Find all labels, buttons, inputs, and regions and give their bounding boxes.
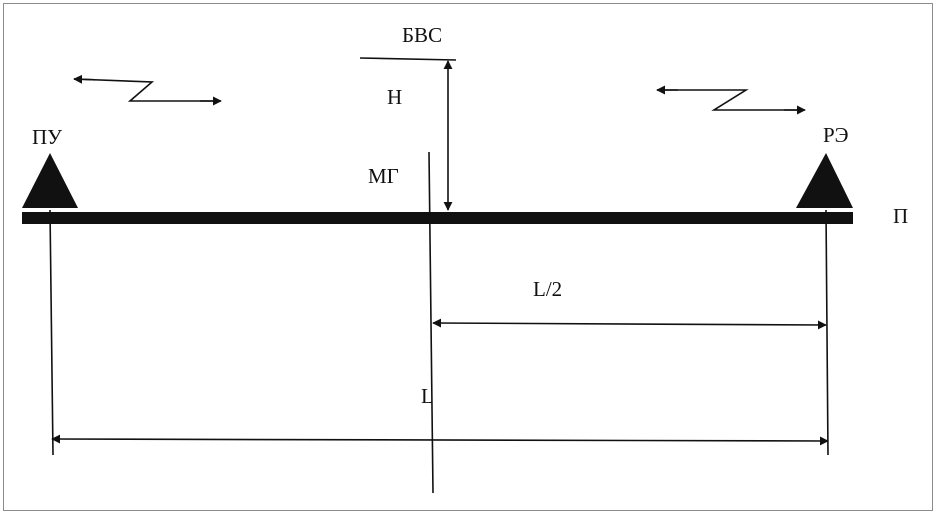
left-radio-link-icon: [73, 74, 222, 106]
control-point-label: ПУ: [32, 125, 62, 149]
height-label: Н: [387, 85, 402, 109]
center-vertical-line: [428, 151, 434, 494]
left-vertical-line: [49, 209, 54, 456]
distance-label: L: [421, 384, 434, 408]
control-point-triangle: [22, 153, 78, 208]
right-radio-link-icon: [656, 85, 806, 115]
half-distance-label: L/2: [533, 277, 562, 301]
relay-element-label: РЭ: [823, 123, 849, 147]
pipeline-bar: [22, 212, 853, 224]
distance-arrow: [51, 434, 829, 446]
right-vertical-line: [825, 209, 829, 456]
half-distance-arrow: [432, 318, 827, 330]
uav-label: БВС: [402, 23, 442, 47]
pipeline-label: П: [893, 204, 908, 228]
relay-element-triangle: [796, 153, 853, 208]
pipeline-mark-label: МГ: [368, 164, 399, 188]
uav-level-line: [359, 57, 457, 61]
diagram-frame: [3, 3, 933, 511]
